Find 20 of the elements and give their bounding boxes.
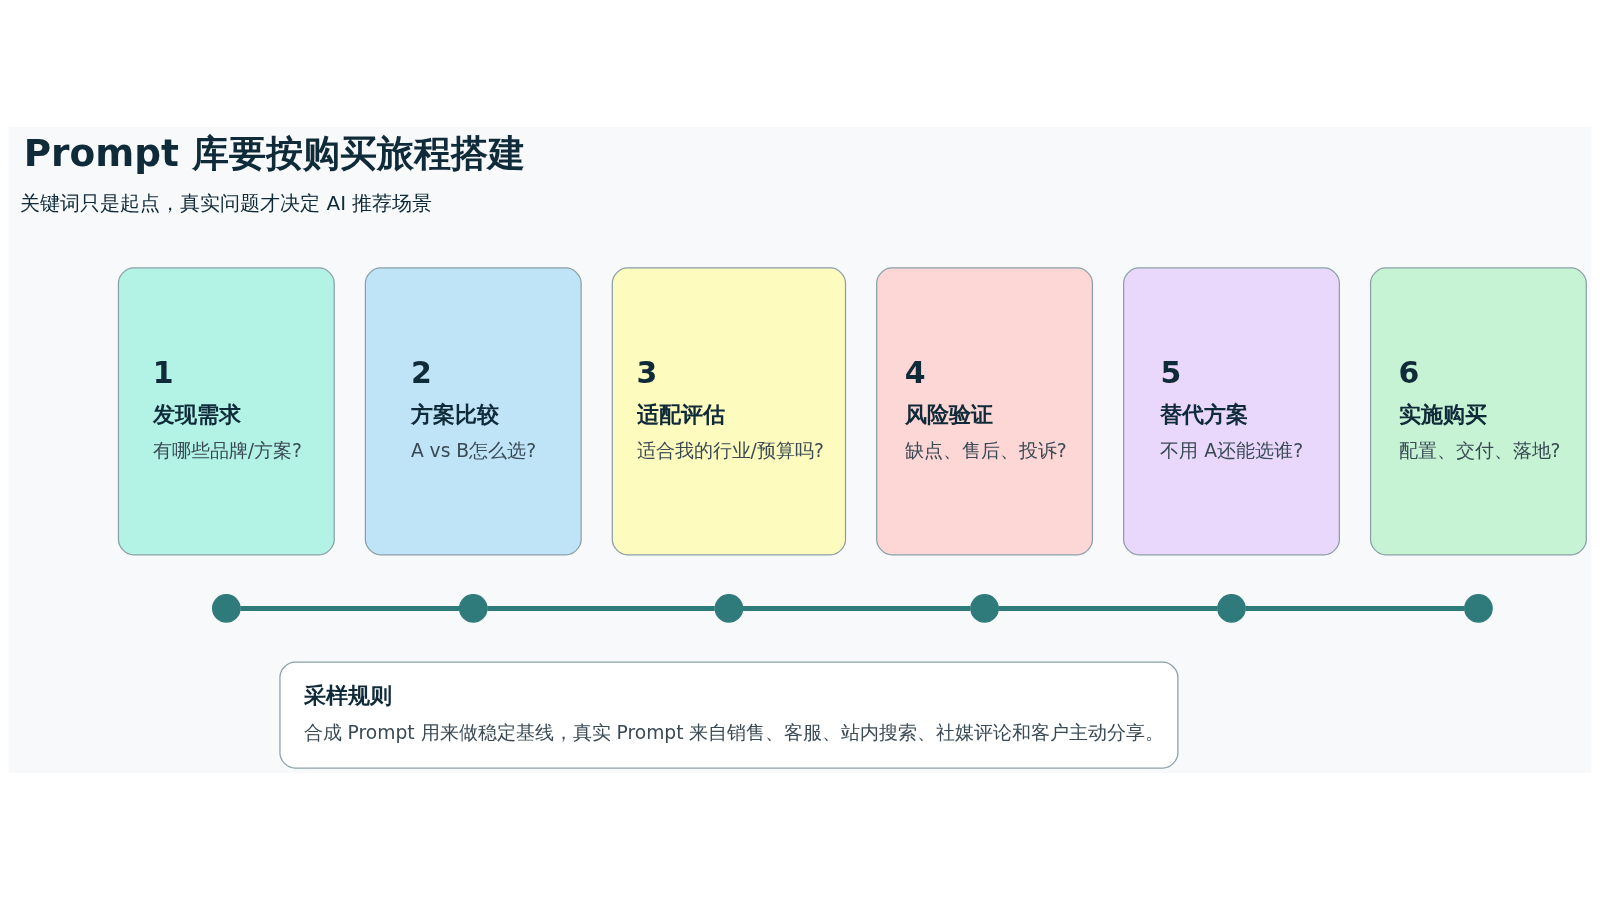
node-circle <box>970 594 999 623</box>
node-circle <box>714 594 744 623</box>
diagram-title: Prompt 库要按购买旅程搭建 <box>23 130 525 175</box>
node-box: 5 替代方案 不用 A还能选谁? <box>1123 267 1340 556</box>
node-box: 3 适配评估 适合我的行业/预算吗? <box>611 267 847 556</box>
node-circle <box>1217 594 1246 623</box>
node-circle <box>212 594 241 623</box>
node-box: 1 发现需求 有哪些品牌/方案? <box>117 267 335 556</box>
connector <box>487 605 715 611</box>
node-circle <box>458 594 488 623</box>
connector <box>742 605 971 611</box>
node-circle <box>1464 594 1493 623</box>
label: 关键词只是起点，真实问题才决定 AI 推荐场景 <box>20 191 433 216</box>
connector <box>240 605 460 611</box>
connector <box>1245 605 1465 611</box>
connector <box>998 605 1218 611</box>
node-box: 2 方案比较 A vs B怎么选? <box>364 267 582 556</box>
node-box: 4 风险验证 缺点、售后、投诉? <box>876 267 1094 556</box>
node-box: 采样规则 合成 Prompt 用来做稳定基线，真实 Prompt 来自销售、客服、站内搜索、社媒评论和客户主动分享。 <box>279 661 1179 769</box>
node-box: 6 实施购买 配置、交付、落地? <box>1369 267 1587 556</box>
